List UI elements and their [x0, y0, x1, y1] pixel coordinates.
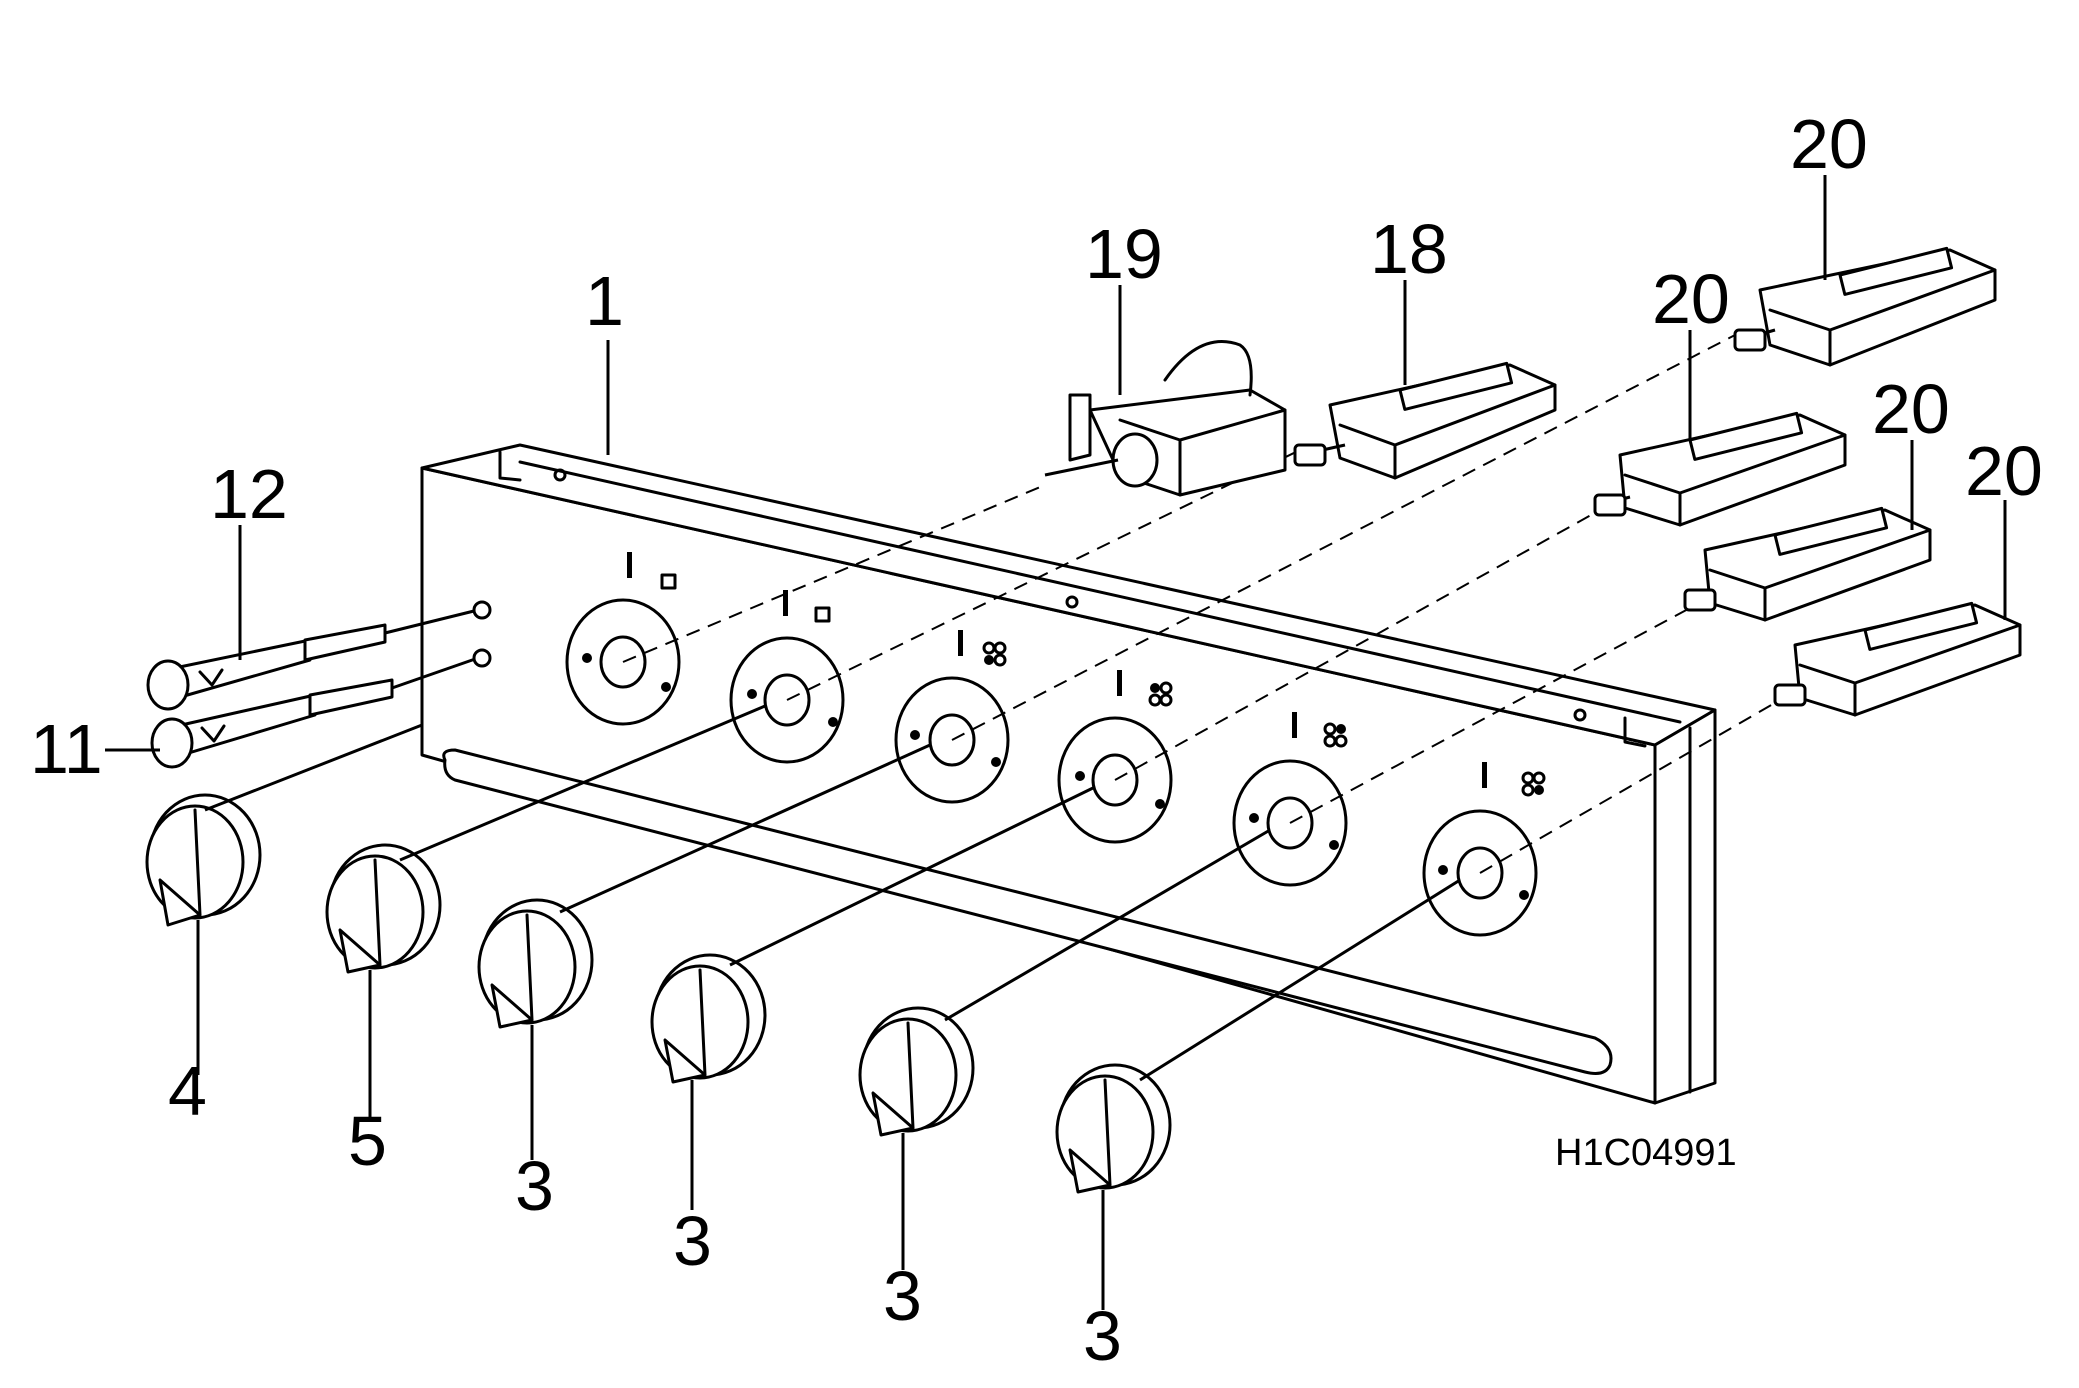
alignment-lines	[622, 334, 1781, 874]
callout-knob-3b: 3	[673, 1202, 712, 1280]
control-panel	[420, 443, 1717, 1105]
callout-panel: 1	[585, 262, 624, 340]
knob-rosette-3	[894, 630, 1010, 804]
callout-knob-3c: 3	[883, 1257, 922, 1335]
burner-tap-20-top	[1733, 246, 1997, 367]
burner-tap-20-bottom	[1773, 601, 2022, 717]
callout-burner-tap-20-second: 20	[1652, 260, 1730, 338]
drawing-code: H1C04991	[1555, 1132, 1737, 1174]
knob-rosette-4	[1057, 670, 1173, 844]
knob-3c	[858, 828, 1271, 1137]
knob-3d	[1055, 878, 1461, 1194]
callout-leaders	[105, 175, 2007, 1310]
callout-knob-3d: 3	[1083, 1297, 1122, 1375]
burner-tap-20-third	[1683, 506, 1932, 622]
knob-rosette-1	[565, 552, 681, 726]
indicator-lamp-12	[146, 600, 492, 711]
knob-rosette-2	[729, 590, 845, 764]
knob-4	[145, 723, 423, 927]
knob-rosette-5	[1232, 712, 1348, 887]
burner-tap-20-second	[1593, 411, 1847, 527]
callout-indicator-lamp-11: 11	[30, 710, 103, 788]
knob-rosette-6	[1422, 762, 1546, 937]
selector-switch-19	[1044, 340, 1287, 497]
callout-burner-tap-20-third: 20	[1872, 370, 1950, 448]
knob-3a	[477, 743, 931, 1029]
indicator-lamp-11	[150, 648, 492, 769]
callout-burner-tap-20-bottom: 20	[1965, 432, 2043, 510]
callout-burner-tap-20-top: 20	[1790, 105, 1868, 183]
knob-3b	[650, 785, 1096, 1084]
callout-switch-tap-18: 18	[1370, 210, 1448, 288]
switch-tap-18	[1293, 361, 1557, 480]
callout-knob-3a: 3	[515, 1147, 554, 1225]
callout-selector-switch-19: 19	[1085, 215, 1163, 293]
callout-knob-5: 5	[348, 1102, 387, 1180]
callout-indicator-lamp-12: 12	[210, 455, 288, 533]
knob-5	[325, 704, 766, 974]
callout-knob-4: 4	[168, 1052, 207, 1130]
